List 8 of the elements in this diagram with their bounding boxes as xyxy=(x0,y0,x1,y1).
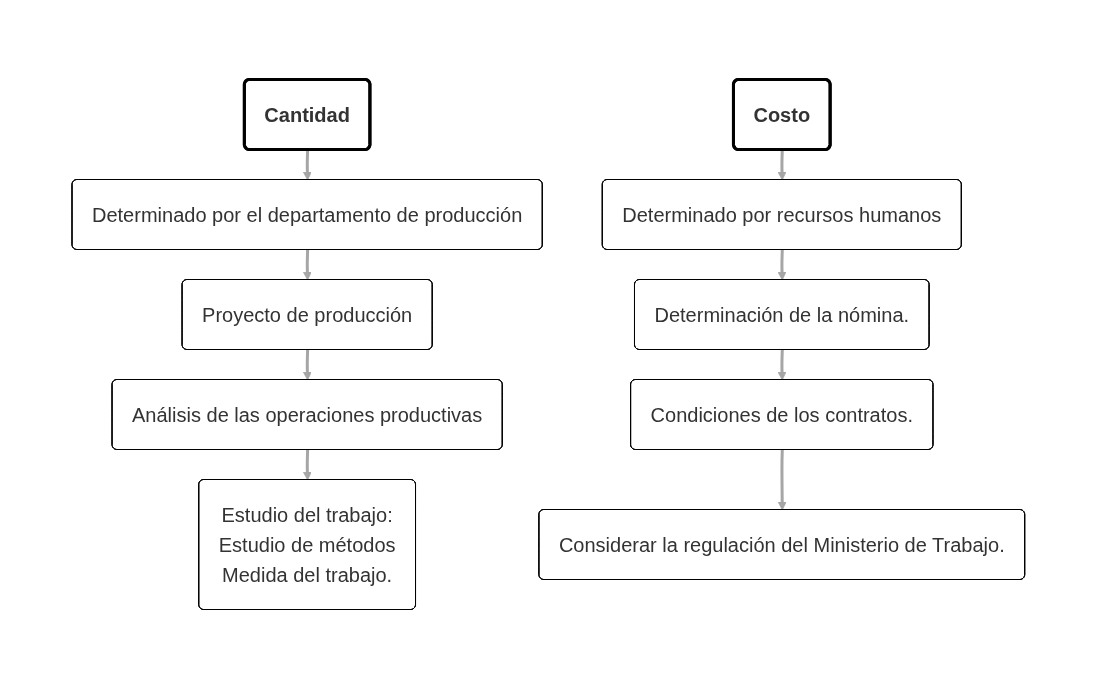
arrow xyxy=(302,449,312,481)
arrow xyxy=(777,449,787,511)
arrow xyxy=(777,349,787,381)
arrow xyxy=(777,249,787,281)
arrow xyxy=(777,149,787,181)
arrow xyxy=(302,249,312,281)
arrow xyxy=(302,349,312,381)
arrow xyxy=(302,149,312,181)
